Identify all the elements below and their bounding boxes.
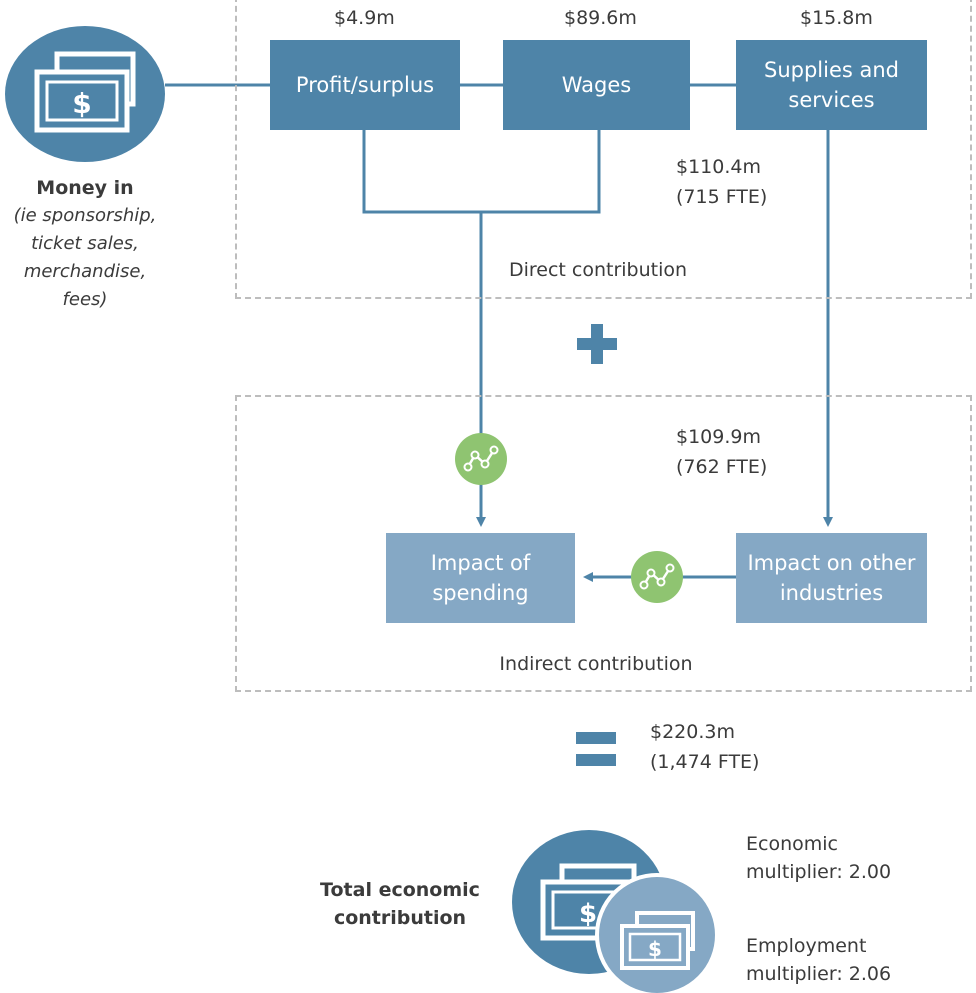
indirect-total-fte: (762 FTE) <box>676 456 768 478</box>
equals-icon <box>576 732 616 766</box>
indirect-contribution-label: Indirect contribution <box>499 653 693 675</box>
plus-icon <box>577 324 617 364</box>
impact-on-other-industries-box: Impact on other industries <box>736 533 927 623</box>
wages-box: Wages <box>503 40 690 130</box>
grand-total-fte: (1,474 FTE) <box>650 751 760 773</box>
direct-contribution-region <box>235 0 972 299</box>
grand-total-amount: $220.3m <box>650 721 735 743</box>
dollar-bills-icon: $ <box>5 26 165 162</box>
line-graph-icon <box>455 433 507 485</box>
indirect-contribution-region <box>235 395 972 692</box>
svg-text:$: $ <box>579 899 597 929</box>
money-in-subtitle: (ie sponsorship, ticket sales, merchandi… <box>13 205 157 310</box>
direct-contribution-label: Direct contribution <box>508 259 688 281</box>
economic-multiplier-text: Economic multiplier: 2.00 <box>746 833 892 883</box>
line-graph-icon <box>631 551 683 603</box>
direct-total-amount: $110.4m <box>676 156 761 178</box>
money-in-caption: Money in (ie sponsorship, ticket sales, … <box>0 174 170 314</box>
impact-of-spending-box: Impact of spending <box>386 533 575 623</box>
dollar-bills-icon: $ $ <box>512 830 719 993</box>
profit-amount: $4.9m <box>334 7 395 29</box>
svg-text:$: $ <box>648 937 662 961</box>
indirect-total-amount: $109.9m <box>676 426 761 448</box>
total-economic-contribution-label: Total economic contribution <box>320 879 480 929</box>
supplies-services-box: Supplies and services <box>736 40 927 130</box>
money-in-circle: $ <box>5 26 165 162</box>
employment-multiplier-text: Employment multiplier: 2.06 <box>746 935 892 985</box>
profit-surplus-box: Profit/surplus <box>270 40 460 130</box>
supplies-amount: $15.8m <box>800 7 873 29</box>
direct-total-fte: (715 FTE) <box>676 186 768 208</box>
money-in-title: Money in <box>36 177 134 199</box>
svg-text:$: $ <box>72 87 91 120</box>
wages-amount: $89.6m <box>564 7 637 29</box>
